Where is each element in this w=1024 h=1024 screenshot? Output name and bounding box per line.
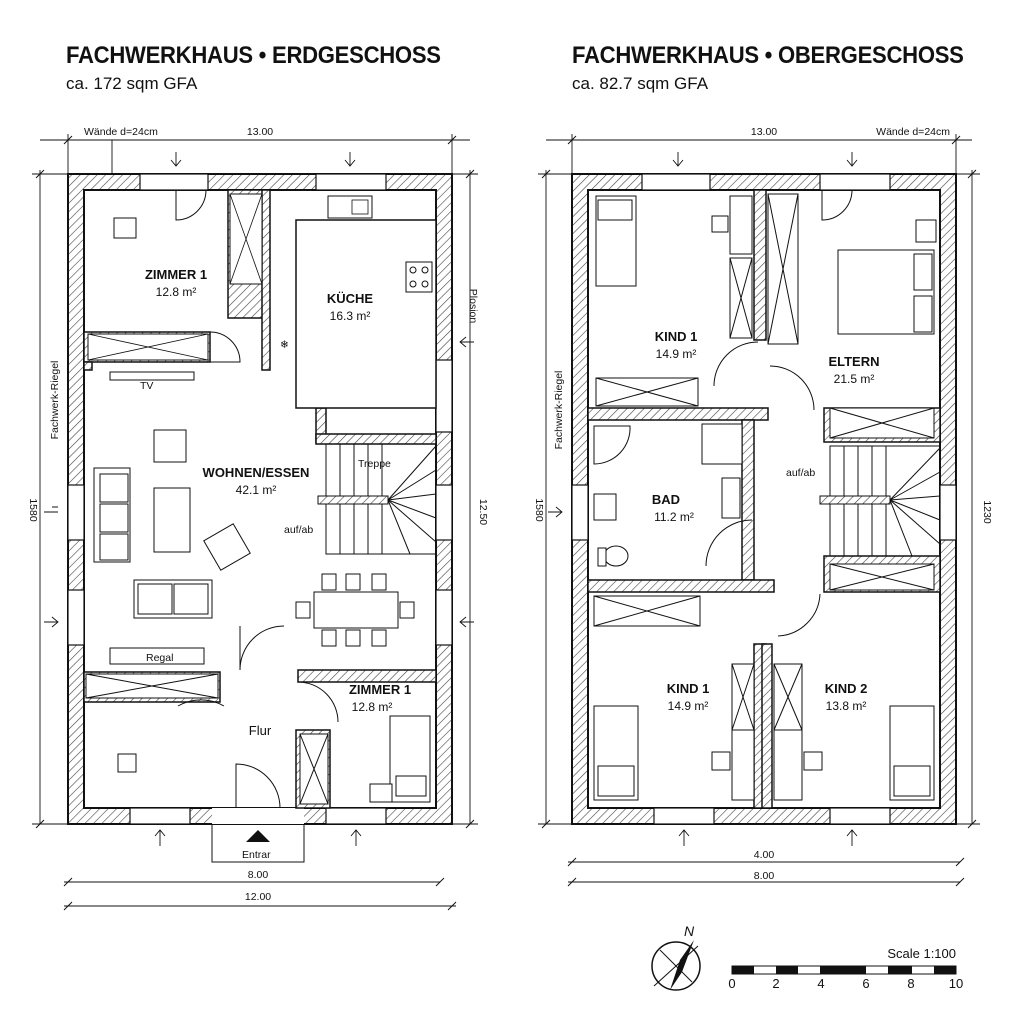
room-name-bad: BAD: [652, 492, 680, 507]
side-label-left-ground: Fachwerk-Riegel: [49, 361, 61, 440]
scale-label: Scale 1:100: [887, 946, 956, 961]
dim-left-ground: 1580: [27, 498, 39, 522]
wall-note-ground: Wände d=24cm: [84, 126, 158, 138]
scale-tick: 4: [817, 976, 824, 991]
entrance-label: Entrar: [242, 849, 271, 861]
scale-tick: 2: [772, 976, 779, 991]
room-area-kind-2: 13.8 m²: [826, 699, 867, 713]
upper-floor-plan: auf/ab KIND 1 14.9 m² ELTERN 21.5 m² BAD…: [533, 126, 993, 887]
room-name-kind-1-bottom: KIND 1: [667, 681, 710, 696]
side-label-right-ground: Plosion: [467, 289, 479, 324]
staircase-upper: [819, 445, 941, 557]
room-area-zimmer-1-top: 12.8 m²: [156, 285, 197, 299]
room-area-eltern: 21.5 m²: [834, 372, 875, 386]
plan-subtitle-upper: ca. 82.7 sqm GFA: [572, 74, 709, 93]
room-name-kind-1-top: KIND 1: [655, 329, 698, 344]
north-arrow: N: [651, 923, 701, 991]
dim-top-upper: 13.00: [751, 126, 777, 138]
regal-label: Regal: [146, 652, 173, 664]
stairs-label: Treppe: [358, 458, 391, 470]
dimension-ticks-upper: [541, 135, 977, 887]
scale-ticks: 0 2 4 6 8 10: [728, 976, 963, 991]
stairs-direction-label: auf/ab: [284, 524, 313, 536]
scale-tick: 10: [949, 976, 963, 991]
scale-tick: 0: [728, 976, 735, 991]
dim-left-upper: 1580: [533, 498, 545, 522]
staircase-ground: [317, 443, 437, 555]
dim-right-ground: 12.50: [477, 499, 489, 525]
room-area-zimmer-1-bottom: 12.8 m²: [352, 700, 393, 714]
dim-bottom-outer-upper: 8.00: [754, 870, 775, 882]
plan-title-ground: FACHWERKHAUS • ERDGESCHOSS: [66, 42, 441, 69]
room-name-zimmer-1-bottom: ZIMMER 1: [349, 682, 411, 697]
room-name-flur: Flur: [249, 723, 272, 738]
dimension-ticks-ground: [35, 135, 475, 911]
plan-title-upper: FACHWERKHAUS • OBERGESCHOSS: [572, 42, 964, 69]
dim-bottom-inner-ground: 8.00: [248, 869, 269, 881]
cooktop: [405, 261, 433, 293]
scale-bar: Scale 1:100: [731, 946, 957, 975]
room-name-eltern: ELTERN: [828, 354, 879, 369]
north-label: N: [684, 923, 695, 939]
room-name-kind-2: KIND 2: [825, 681, 868, 696]
plan-subtitle-ground: ca. 172 sqm GFA: [66, 74, 198, 93]
dim-bottom-inner-upper: 4.00: [754, 849, 775, 861]
scale-tick: 6: [862, 976, 869, 991]
room-area-kind-1-top: 14.9 m²: [656, 347, 697, 361]
room-area-wohnen-essen: 42.1 m²: [236, 483, 277, 497]
room-name-zimmer-1-top: ZIMMER 1: [145, 267, 207, 282]
stairs-direction-label-upper: auf/ab: [786, 467, 815, 479]
room-area-kind-1-bottom: 14.9 m²: [668, 699, 709, 713]
fridge-icon: ❄: [280, 339, 289, 351]
kitchen-counter: [295, 219, 437, 409]
side-label-left-upper: Fachwerk-Riegel: [553, 371, 565, 450]
wall-note-upper: Wände d=24cm: [876, 126, 950, 138]
tv-label: TV: [140, 380, 153, 392]
room-name-kueche: KÜCHE: [327, 291, 374, 306]
dim-top-ground: 13.00: [247, 126, 273, 138]
dim-bottom-outer-ground: 12.00: [245, 891, 271, 903]
ground-floor-plan: ❄ TV Regal: [27, 126, 489, 911]
dim-right-upper: 1230: [981, 500, 993, 524]
scale-tick: 8: [907, 976, 914, 991]
room-name-wohnen-essen: WOHNEN/ESSEN: [203, 465, 310, 480]
room-area-kueche: 16.3 m²: [330, 309, 371, 323]
room-area-bad: 11.2 m²: [654, 510, 694, 524]
